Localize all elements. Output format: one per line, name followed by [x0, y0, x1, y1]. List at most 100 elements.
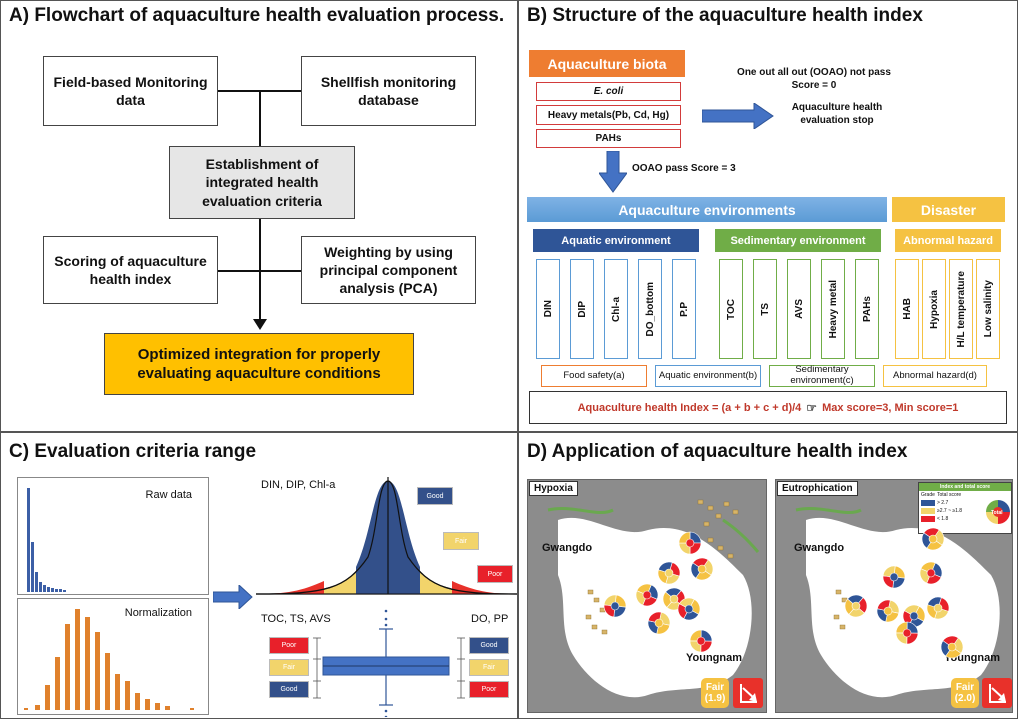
param-ts: TS	[753, 259, 777, 359]
param-do-bottom: DO_bottom	[638, 259, 662, 359]
site-pie	[647, 611, 671, 635]
biota-item-metals: Heavy metals(Pb, Cd, Hg)	[536, 105, 681, 125]
sediment-header: Sedimentary environment	[715, 229, 881, 252]
normalized-plot: Normalization	[17, 598, 209, 715]
criteria-box: Establishment of integrated health evalu…	[169, 146, 355, 219]
normalized-bars	[24, 609, 194, 710]
group1-label: DIN, DIP, Chl-a	[261, 479, 336, 491]
param-avs: AVS	[787, 259, 811, 359]
panel-d-title: D) Application of aquaculture health ind…	[527, 441, 908, 462]
left-range-brackets	[313, 637, 321, 699]
map-eutrophication-label: Eutrophication	[777, 481, 858, 496]
param-hl-temperature: H/L temperature	[949, 259, 973, 359]
youngnam-label-1: Youngnam	[686, 652, 743, 664]
trend-down-icon-1	[733, 678, 763, 708]
raw-data-bars	[27, 488, 66, 592]
score-badge-2: Fair (2.0)	[951, 678, 979, 708]
good-tag: Good	[417, 487, 453, 505]
abnormal-header: Abnormal hazard	[895, 229, 1001, 252]
poor-tag: Poor	[477, 565, 513, 583]
raw-data-plot: Raw data	[17, 477, 209, 595]
param-hypoxia: Hypoxia	[922, 259, 946, 359]
score-badge-1: Fair (1.9)	[701, 678, 729, 708]
site-pie	[678, 531, 702, 555]
right-fair-tag: Fair	[469, 659, 509, 676]
biota-item-ecoli: E. coli	[536, 82, 681, 101]
site-pie	[940, 635, 964, 659]
legend-row-good: > 2.7	[937, 500, 949, 506]
box-plot	[322, 609, 450, 717]
legend-grade: Grade	[921, 492, 935, 498]
sub-sedimentary: Sedimentary environment(c)	[769, 364, 875, 387]
legend-pie	[986, 500, 1010, 524]
env-header: Aquaculture environments	[527, 197, 887, 222]
legend-row-poor: < 1.8	[937, 516, 949, 522]
formula-text: Aquaculture health Index = (a + b + c + …	[577, 401, 802, 414]
optimized-box: Optimized integration for properly evalu…	[104, 333, 414, 395]
param-pahs: PAHs	[855, 259, 879, 359]
site-pie	[876, 599, 900, 623]
site-pie	[926, 596, 950, 620]
site-pie	[635, 583, 659, 607]
normalization-label: Normalization	[124, 607, 192, 619]
arrow-down-icon	[253, 319, 267, 330]
formula-box: Aquaculture health Index = (a + b + c + …	[529, 391, 1007, 424]
panel-c-title: C) Evaluation criteria range	[9, 441, 257, 462]
site-pie	[677, 597, 701, 621]
site-pie	[895, 621, 919, 645]
panel-c: C) Evaluation criteria range Raw data No…	[0, 432, 518, 719]
site-pie	[690, 557, 714, 581]
biota-item-pahs: PAHs	[536, 129, 681, 148]
right-poor-tag: Poor	[469, 681, 509, 698]
site-pie	[921, 527, 945, 551]
group3-label: DO, PP	[471, 613, 509, 625]
panel-a-title: A) Flowchart of aquaculture health evalu…	[9, 5, 505, 26]
legend-total-label: Total	[991, 510, 1003, 516]
aquatic-header: Aquatic environment	[533, 229, 699, 252]
right-good-tag: Good	[469, 637, 509, 654]
pointing-hand-icon: ☞	[806, 400, 818, 415]
connector-main-1	[259, 90, 261, 146]
fair-tag: Fair	[443, 532, 479, 550]
param-hab: HAB	[895, 259, 919, 359]
stop-text: Aquaculture health evaluation stop	[791, 102, 883, 126]
panel-b: B) Structure of the aquaculture health i…	[518, 0, 1018, 432]
gwangdo-label-1: Gwangdo	[542, 542, 593, 554]
connector-mid	[218, 270, 301, 272]
bell-curve	[256, 477, 517, 595]
panel-a: A) Flowchart of aquaculture health evalu…	[0, 0, 518, 432]
panel-d: D) Application of aquaculture health ind…	[518, 432, 1018, 719]
scoring-box: Scoring of aquaculture health index	[43, 236, 218, 304]
raw-data-label: Raw data	[145, 489, 192, 501]
legend-title: Index and total score	[919, 483, 1011, 491]
panel-b-title: B) Structure of the aquaculture health i…	[527, 5, 923, 26]
gwangdo-label-2: Gwangdo	[794, 542, 845, 554]
site-pie	[919, 561, 943, 585]
ooao-fail-text: One out all out (OOAO) not pass Score = …	[737, 67, 891, 91]
field-data-box: Field-based Monitoring data	[43, 56, 218, 126]
site-pie	[689, 629, 713, 653]
sub-aquatic: Aquatic environment(b)	[655, 365, 761, 387]
site-pie	[603, 594, 627, 618]
shellfish-db-box: Shellfish monitoring database	[301, 56, 476, 126]
site-pie-markers	[603, 527, 964, 659]
param-chla: Chl-a	[604, 259, 628, 359]
param-low-salinity: Low salinity	[976, 259, 1000, 359]
right-range-brackets	[457, 637, 465, 699]
arrow-down-blue-icon	[599, 151, 627, 193]
sub-food-safety: Food safety(a)	[541, 365, 647, 387]
param-dip: DIP	[570, 259, 594, 359]
weighting-box: Weighting by using principal component a…	[301, 236, 476, 304]
param-din: DIN	[536, 259, 560, 359]
map-hypoxia-label: Hypoxia	[529, 481, 578, 496]
left-poor-tag: Poor	[269, 637, 309, 654]
legend-row-fair: ≥2.7 ~ ≥1.8	[937, 508, 963, 514]
site-pie	[882, 565, 906, 589]
arrow-right-icon	[702, 103, 774, 129]
site-pie	[657, 561, 681, 585]
max-min-text: Max score=3, Min score=1	[822, 401, 959, 414]
ooao-pass-text: OOAO pass Score = 3	[632, 163, 736, 174]
arrow-right-icon	[213, 585, 253, 609]
disaster-header: Disaster	[892, 197, 1005, 222]
group2-label: TOC, TS, AVS	[261, 613, 331, 625]
